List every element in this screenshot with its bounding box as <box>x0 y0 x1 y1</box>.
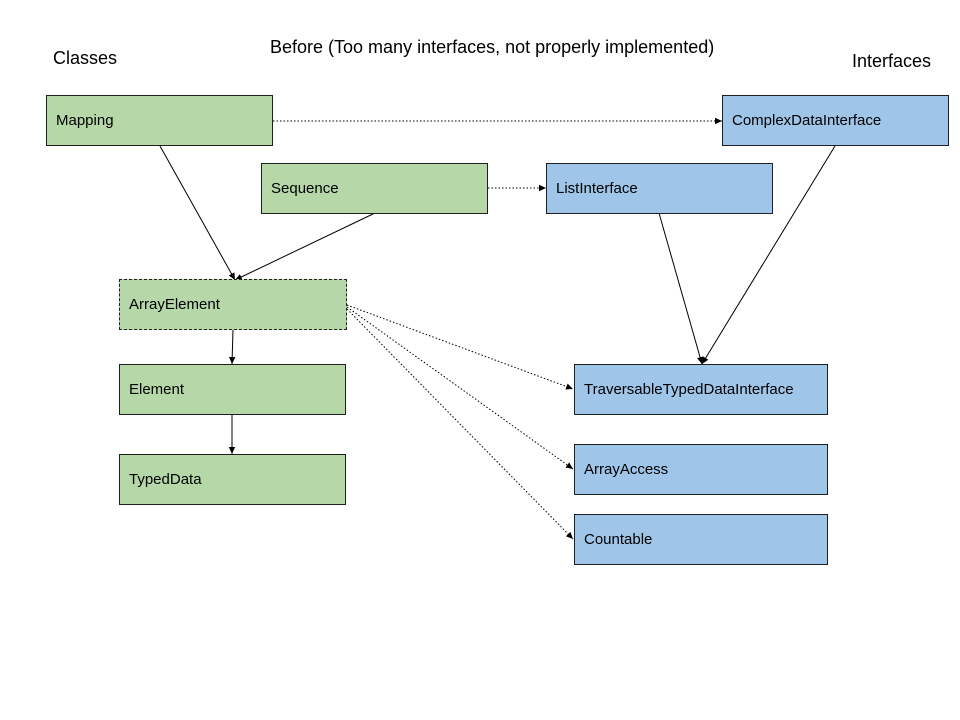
mapping-class-label: Mapping <box>56 112 114 129</box>
complexdatainterface-node: ComplexDataInterface <box>722 95 949 146</box>
traversabletypeddatainterface-node: TraversableTypedDataInterface <box>574 364 828 415</box>
edge-arrayelement-to-arrayaccess <box>346 306 574 470</box>
edge-sequence-to-arrayelement <box>234 212 376 281</box>
typeddata-class-node: TypedData <box>119 454 346 505</box>
sequence-class-node: Sequence <box>261 163 488 214</box>
mapping-class-node: Mapping <box>46 95 273 146</box>
listinterface-label: ListInterface <box>556 180 638 197</box>
classes-heading: Classes <box>53 48 118 68</box>
listinterface-node: ListInterface <box>546 163 773 214</box>
arrayaccess-label: ArrayAccess <box>584 461 669 478</box>
interfaces-heading: Interfaces <box>852 51 932 71</box>
arrayelement-class-node: ArrayElement <box>119 279 347 330</box>
typeddata-class-label: TypedData <box>129 471 202 488</box>
complexdatainterface-label: ComplexDataInterface <box>732 112 882 129</box>
edge-arrayelement-to-countable <box>346 308 574 540</box>
edge-listinterface-to-traversable <box>658 212 704 365</box>
diagram-title: Before (Too many interfaces, not properl… <box>270 37 715 57</box>
traversabletypeddatainterface-label: TraversableTypedDataInterface <box>584 381 794 398</box>
edge-arrayelement-to-element <box>229 328 236 365</box>
element-class-label: Element <box>129 381 185 398</box>
edge-mapping-to-arrayelement <box>159 145 236 281</box>
sequence-class-label: Sequence <box>271 180 339 197</box>
edge-arrayelement-to-traversable <box>346 304 574 390</box>
countable-node: Countable <box>574 514 828 565</box>
arrayelement-class-label: ArrayElement <box>129 296 220 313</box>
countable-label: Countable <box>584 531 653 548</box>
element-class-node: Element <box>119 364 346 415</box>
arrayaccess-node: ArrayAccess <box>574 444 828 495</box>
